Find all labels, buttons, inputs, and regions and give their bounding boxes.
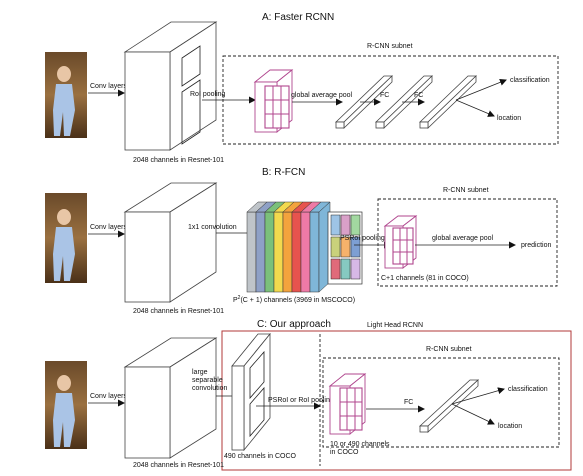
panel-b-title: B: R-FCN <box>262 167 305 178</box>
large-sep-line-3: convolution <box>192 385 228 392</box>
panel-c-title: C: Our approach <box>257 319 331 330</box>
position-cell <box>340 258 351 280</box>
conv1x1-label-b: 1x1 convolution <box>188 224 237 231</box>
input-photo-b <box>45 193 87 283</box>
psroi-output-map <box>327 211 363 285</box>
ten-or-490-line-1: 10 or 490 channels <box>330 441 390 448</box>
score-map-slice <box>282 211 293 293</box>
location-label-a: location <box>497 115 521 122</box>
channels-490-label-c: 490 channels in COCO <box>224 453 297 460</box>
conv-layers-label-b: Conv layers <box>90 224 127 231</box>
gap-label-a: global average pool <box>291 92 353 99</box>
fc1-label-a: FC <box>380 92 389 99</box>
arrow-c-loc <box>451 403 495 425</box>
psroi-label-b: PSRoI pooling <box>340 235 385 242</box>
position-cell <box>330 214 341 236</box>
position-sensitive-score-maps <box>246 201 331 293</box>
roi-pooling-label-a: RoI pooling <box>190 91 226 98</box>
fc-label-c: FC <box>404 399 413 406</box>
score-map-slice <box>264 211 275 293</box>
input-photo-a <box>45 52 87 138</box>
ten-or-490-line-2: in COCO <box>330 449 359 456</box>
position-grid <box>330 214 361 280</box>
score-map-slice <box>246 211 257 293</box>
fc-layer-3-a <box>419 75 477 129</box>
light-head-box <box>221 330 572 471</box>
thin-featuremap-c <box>231 332 271 452</box>
location-label-c: location <box>498 423 522 430</box>
c-channels-label-b: C+1 channels (81 in COCO) <box>381 275 469 282</box>
panel-a-title: A: Faster RCNN <box>262 12 334 23</box>
rcnn-subnet-box-a <box>222 55 559 145</box>
position-cell <box>330 236 341 258</box>
pooled-cube-b <box>383 215 418 269</box>
prediction-label-b: prediction <box>521 242 551 249</box>
rcnn-subnet-label-a: R-CNN subnet <box>367 43 413 50</box>
resnet-featuremap-c <box>123 337 218 459</box>
fc2-label-a: FC <box>414 92 423 99</box>
arrow-a-loc <box>455 99 495 117</box>
rcnn-subnet-label-b: R-CNN subnet <box>443 187 489 194</box>
fc-layer-c <box>418 379 480 433</box>
arrow-a-cls <box>455 78 507 101</box>
channels-label-c: 2048 channels in Resnet-101 <box>133 462 224 469</box>
roi-pooled-cube-a <box>253 69 294 133</box>
conv-layers-label-c: Conv layers <box>90 393 127 400</box>
rcnn-subnet-label-c: R-CNN subnet <box>426 346 472 353</box>
arrow-c-cls <box>451 387 505 405</box>
rcnn-subnet-box-c <box>322 357 560 448</box>
position-cell <box>350 214 361 236</box>
rcnn-subnet-box-b <box>377 198 558 287</box>
position-cell <box>350 236 361 258</box>
pooled-cube-c <box>328 373 367 435</box>
position-cell <box>330 258 341 280</box>
p-channels-label-b: P2(C + 1) channels (3969 in MSCOCO) <box>233 295 355 304</box>
resnet-featuremap-b <box>123 182 218 303</box>
resnet-featuremap-a <box>123 21 218 151</box>
pool-label-c: PSRoI or RoI pooling <box>268 397 334 404</box>
classification-label-c: classification <box>508 386 548 393</box>
score-map-slice <box>291 211 302 293</box>
gap-label-b: global average pool <box>432 235 494 242</box>
position-cell <box>340 214 351 236</box>
position-cell <box>340 236 351 258</box>
classification-label-a: classification <box>510 77 550 84</box>
channels-label-b: 2048 channels in Resnet-101 <box>133 308 224 315</box>
channels-label-a: 2048 channels in Resnet-101 <box>133 157 224 164</box>
score-map-slice <box>300 211 311 293</box>
position-cell <box>350 258 361 280</box>
light-head-label-c: Light Head RCNN <box>367 322 423 329</box>
score-map-slice <box>273 211 284 293</box>
score-map-slice <box>309 211 320 293</box>
score-map-slice <box>255 211 266 293</box>
input-photo-c <box>45 361 87 449</box>
large-sep-line-1: large <box>192 369 208 376</box>
large-sep-line-2: separable <box>192 377 223 384</box>
conv-layers-label-a: Conv layers <box>90 83 127 90</box>
